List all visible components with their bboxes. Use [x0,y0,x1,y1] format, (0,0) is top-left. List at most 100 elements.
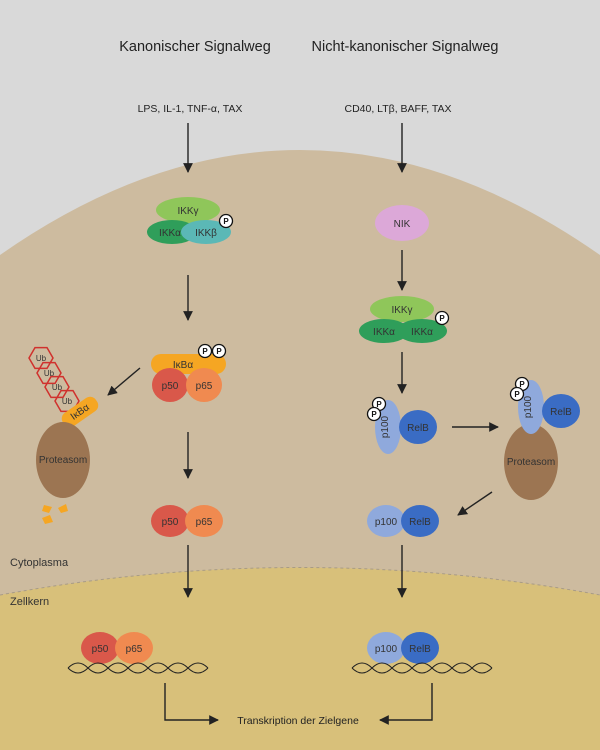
ubiquitin-2-label: Ub [44,369,55,378]
nuclear-membrane [0,567,600,596]
ikk-beta-label: IKKβ [195,228,217,239]
ikk-complex-canonical: IKKγ IKKα IKKβ P [147,197,234,244]
nik [375,205,429,241]
nucleus-region [0,567,600,750]
dna-noncanonical [351,662,493,674]
p100-nucleus [367,632,405,664]
arrow-noncanonical-to-transcription [379,683,433,725]
p65-bound [186,368,222,402]
relb [399,410,437,444]
proteasome-noncanonical-label: Proteasom [507,457,555,468]
ubiquitin-3-label: Ub [52,383,63,392]
relb-nucleus-label: RelB [409,644,431,655]
ikba-p50-p65-complex: IκBα P P p50 p65 [151,343,227,402]
p65-nucleus-label: p65 [126,644,143,655]
relb-label: RelB [407,423,429,434]
p65-bound-label: p65 [196,381,213,392]
ubiquitin-4-label: Ub [62,397,73,406]
p50-p65-dimer-cytoplasm: p50 p65 [151,505,223,537]
canonical-title: Kanonischer Signalweg [119,39,271,55]
p65-cytoplasm-label: p65 [196,517,213,528]
p50-cytoplasm [151,505,189,537]
relb-cytoplasm [401,505,439,537]
ikk-alpha-noncanonical-1-label: IKKα [373,327,395,338]
transcription-label: Transkription der Zielgene [237,715,359,727]
proteasome-processing: Proteasom p100 RelB P P [504,376,580,500]
phosphate-p100-proc-1-label: P [519,380,525,389]
p100-relb-dimer-cytoplasm: p100 RelB [367,505,439,537]
ikba-degraded [61,396,99,428]
p50-nucleus-label: p50 [92,644,109,655]
noncanonical-title: Nicht-kanonischer Signalweg [312,39,499,55]
cytoplasm-label: Cytoplasma [10,557,69,569]
p100-processing [518,380,544,434]
phosphate-ikka-label: P [439,314,445,323]
phosphate-p100-proc-2-label: P [514,390,520,399]
p100-nucleus-label: p100 [375,644,398,655]
dna-canonical-strand-2 [67,662,209,674]
phosphate-ikba-2 [211,343,227,359]
p65-nucleus [115,632,153,664]
ubiquitin-1-label: Ub [36,354,47,363]
phosphate-ikba-1 [197,343,213,359]
p100-relb-dimer-nucleus: p100 RelB [367,632,439,664]
dna-canonical-strand-1 [67,662,209,674]
dna-noncanonical-strand-2 [351,662,493,674]
ikk-complex-noncanonical: IKKγ IKKα IKKα P [359,296,450,343]
proteasome-canonical-label: Proteasom [39,455,87,466]
p100-cytoplasm [367,505,405,537]
p100-cytoplasm-label: p100 [375,517,398,528]
phosphate-p100-1-label: P [376,400,382,409]
proteasome-noncanonical [504,424,558,500]
ikk-gamma-label: IKKγ [177,206,198,217]
ikk-alpha-noncanonical-2 [397,319,447,343]
relb-nucleus [401,632,439,664]
phosphate-ikkb [218,213,234,229]
p100-processing-label: p100 [523,395,534,418]
fragment-2 [58,504,68,513]
p50-cytoplasm-label: p50 [162,517,179,528]
ikba-label: IκBα [173,360,193,371]
phosphate-p100-proc-2 [509,386,525,402]
ikk-beta [181,220,231,244]
proteasome-canonical [36,422,90,498]
phosphate-p100-2 [366,406,382,422]
phosphate-p100-2-label: P [371,410,377,419]
degradation-fragments [42,504,68,524]
p65-cytoplasm [185,505,223,537]
ikk-alpha-noncanonical-1 [359,319,409,343]
arrow-canonical-to-transcription [164,683,219,725]
ubiquitin-1 [28,346,54,370]
phosphate-ikba-1-label: P [202,347,208,356]
dna-canonical [67,662,209,674]
nucleus-label: Zellkern [10,596,49,608]
arrow-processed-to-p100-relb [457,491,493,516]
phosphate-ikka [434,310,450,326]
fragment-3 [42,515,53,524]
relb-processing-label: RelB [550,407,572,418]
ikk-gamma [156,197,220,223]
ikk-gamma-noncanonical-label: IKKγ [391,305,412,316]
arrow-to-degradation [107,367,141,396]
p50-bound [152,368,188,402]
phosphate-ikba-2-label: P [216,347,222,356]
ubiquitin-3 [44,375,70,399]
nik-label: NIK [394,219,411,230]
relb-processing [542,394,580,428]
ubiquitin-2 [36,361,62,385]
canonical-stimuli: LPS, IL-1, TNF-α, TAX [138,103,243,115]
fragment-1 [42,505,52,513]
p50-p65-dimer-nucleus: p50 p65 [81,632,153,664]
relb-cytoplasm-label: RelB [409,517,431,528]
p100-relb-complex: p100 RelB P P [366,396,437,454]
dna-noncanonical-strand-1 [351,662,493,674]
ikk-alpha-noncanonical-2-label: IKKα [411,327,433,338]
noncanonical-stimuli: CD40, LTβ, BAFF, TAX [345,103,452,115]
ikk-gamma-noncanonical [370,296,434,322]
p100 [375,400,401,454]
ikk-alpha-label: IKKα [159,228,181,239]
p50-nucleus [81,632,119,664]
p50-bound-label: p50 [162,381,179,392]
phosphate-ikkb-label: P [223,217,229,226]
